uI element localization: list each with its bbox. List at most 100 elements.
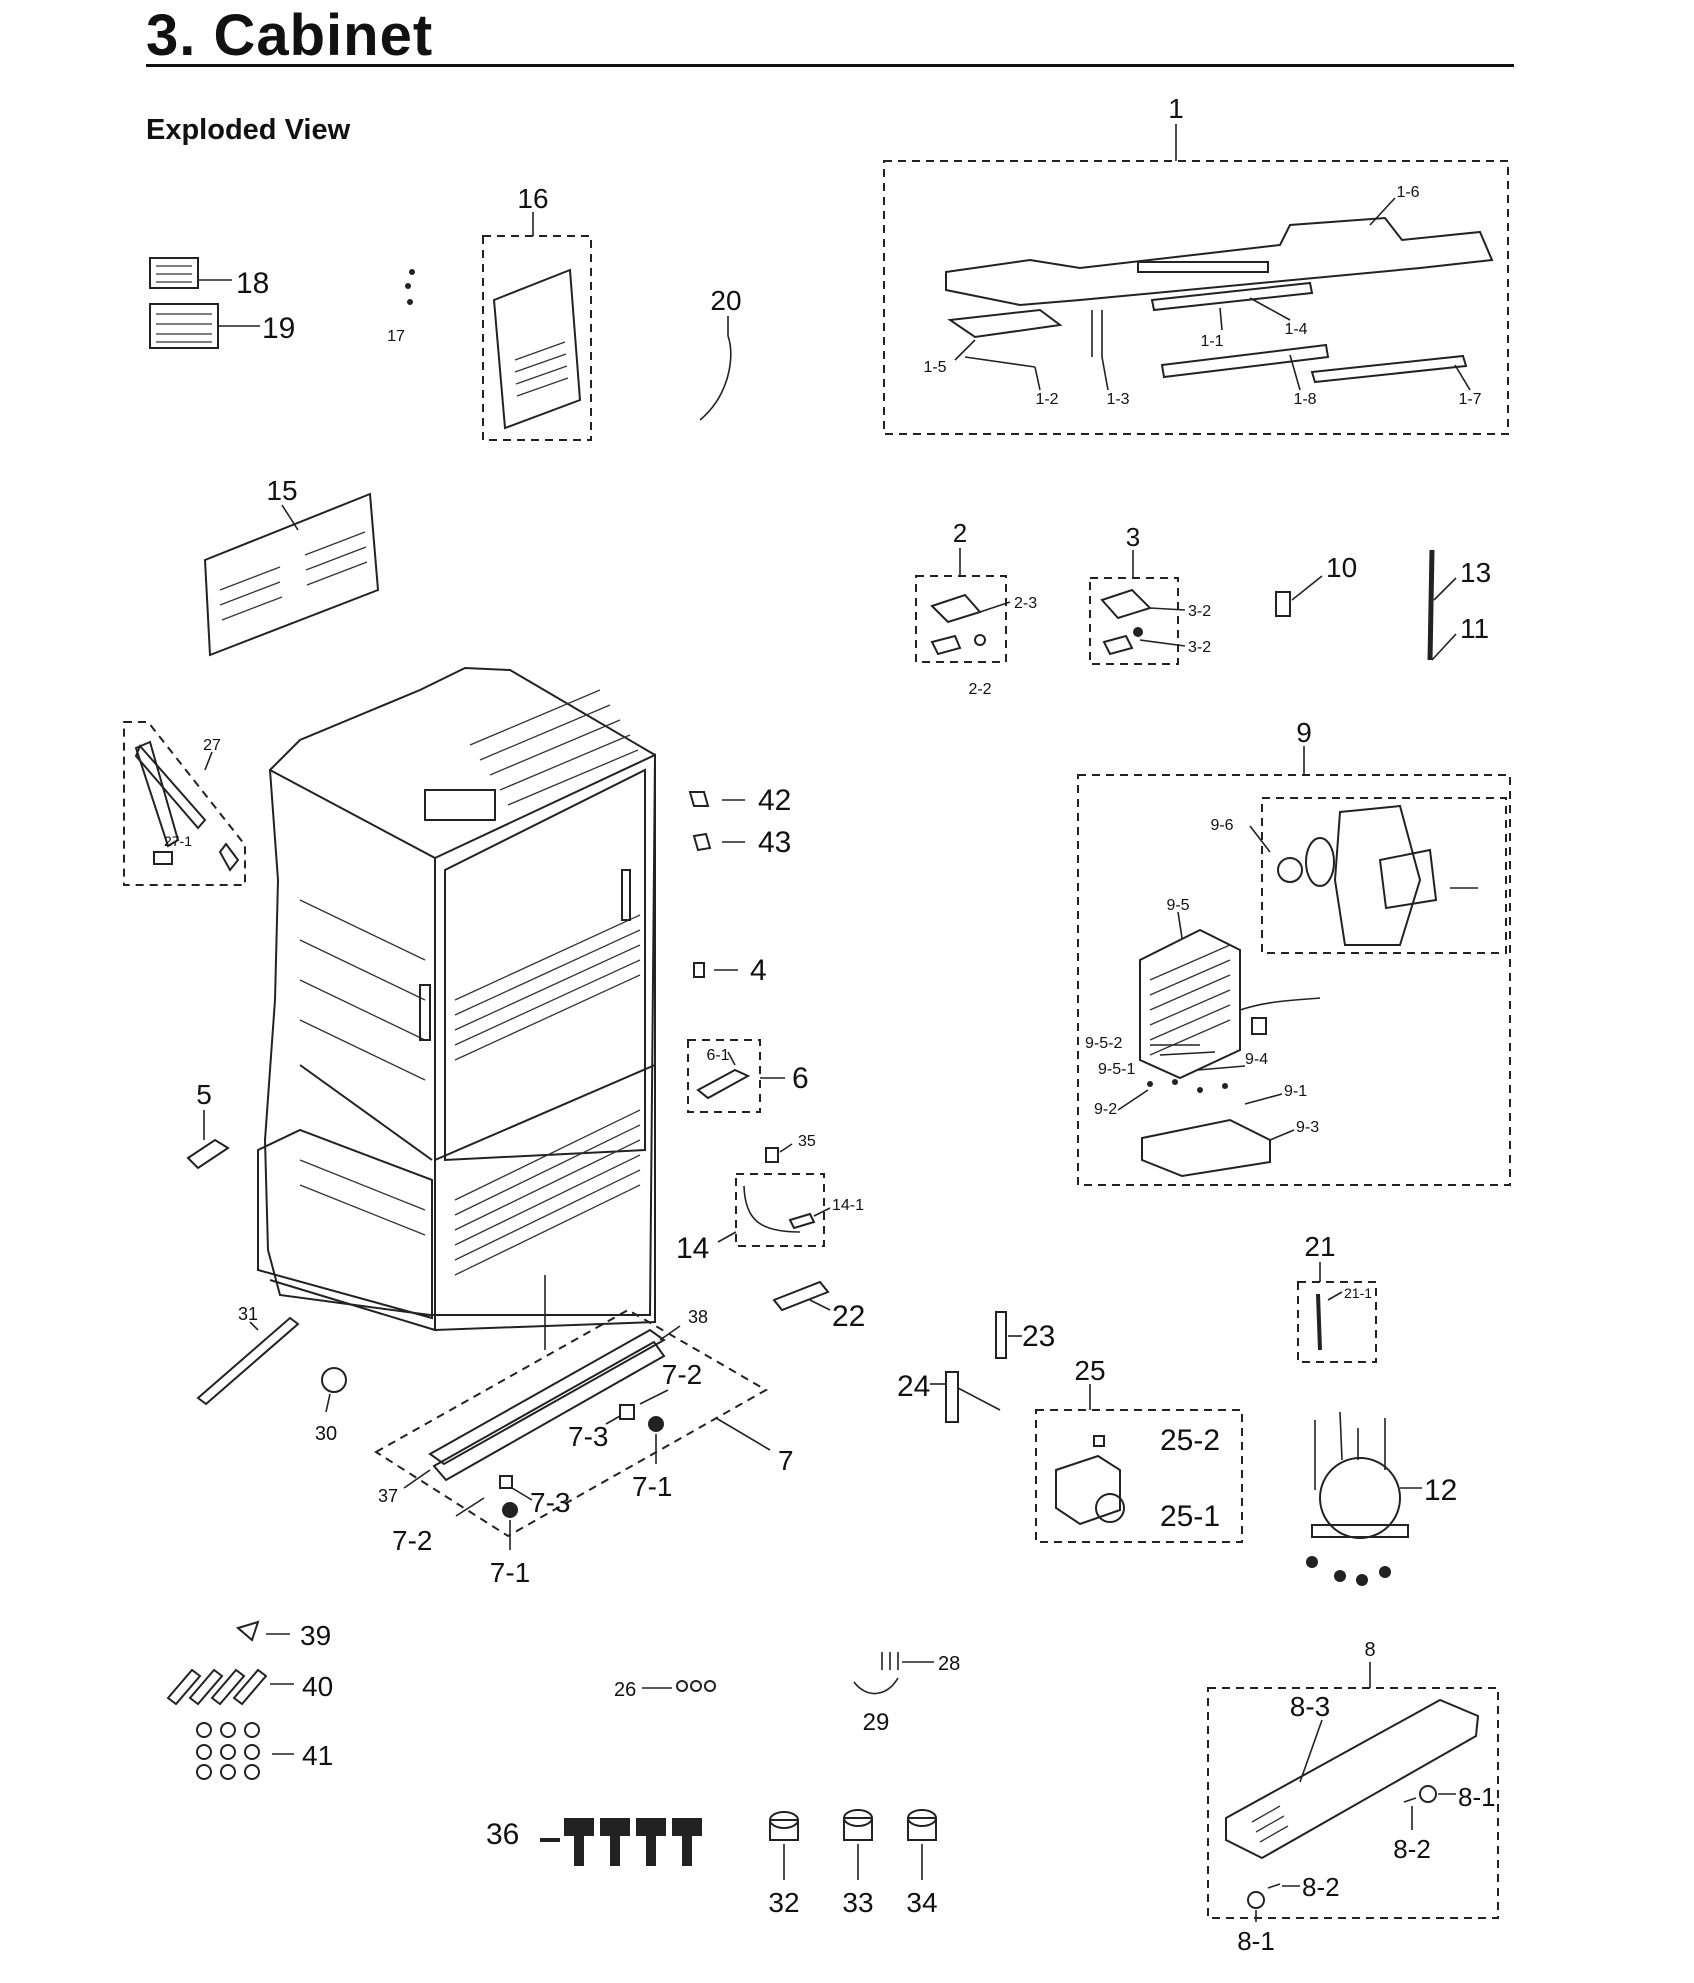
callout-14-1: 14-1 [832, 1197, 864, 1214]
part-41-clips [196, 1722, 260, 1780]
group-1-box [883, 160, 1509, 435]
callout-39: 39 [300, 1620, 331, 1651]
callout-34: 34 [906, 1887, 937, 1918]
part-7-1a [648, 1416, 664, 1432]
part-8-2a [1403, 1797, 1417, 1803]
part-24-sensor [945, 1371, 1001, 1423]
callout-15: 15 [266, 475, 297, 506]
group-25-box [1035, 1409, 1243, 1543]
callout-2-2: 2-2 [968, 681, 991, 698]
part-39 [235, 1620, 260, 1642]
part-19-pcb [149, 303, 219, 349]
callout-7-3a: 7-3 [568, 1421, 608, 1452]
callout-35: 35 [798, 1133, 816, 1150]
group-9-box [1077, 774, 1511, 1186]
part-7-3b [499, 1475, 513, 1489]
callout-10: 10 [1326, 552, 1357, 583]
callout-31: 31 [238, 1304, 258, 1324]
part-16-cover [492, 268, 582, 430]
callout-9-6: 9-6 [1210, 817, 1233, 834]
part-13-rod [1427, 549, 1435, 661]
callout-9-3: 9-3 [1296, 1119, 1319, 1136]
part-36-bolts [564, 1818, 702, 1866]
part-27-bracket [134, 740, 180, 848]
callout-1-1: 1-1 [1200, 333, 1223, 350]
callout-26: 26 [614, 1679, 636, 1701]
callout-12: 12 [1424, 1474, 1457, 1507]
callout-21-1: 21-1 [1344, 1285, 1372, 1301]
callout-14: 14 [676, 1232, 709, 1265]
callout-7: 7 [778, 1445, 794, 1476]
part-7-rail [428, 1328, 666, 1482]
part-2-hinge [930, 593, 982, 624]
page-subtitle: Exploded View [146, 114, 351, 146]
callout-28: 28 [938, 1653, 960, 1675]
part-7-1b [502, 1502, 518, 1518]
part-4 [693, 962, 705, 978]
callout-20: 20 [710, 285, 741, 316]
callout-6-1: 6-1 [706, 1047, 729, 1064]
callout-1-8: 1-8 [1293, 391, 1316, 408]
callout-37: 37 [378, 1486, 398, 1506]
callout-42: 42 [758, 784, 791, 817]
callout-8: 8 [1364, 1639, 1375, 1661]
group-2-box [915, 575, 1007, 663]
part-8-1b [1247, 1891, 1265, 1909]
callout-36: 36 [486, 1818, 519, 1851]
part-35 [765, 1147, 779, 1163]
callout-38: 38 [688, 1307, 708, 1327]
part-31-rod [196, 1316, 300, 1406]
part-9-6-fan [1277, 804, 1478, 946]
part-43 [692, 832, 712, 852]
callout-13: 13 [1460, 557, 1491, 588]
callout-27: 27 [203, 737, 221, 754]
callout-8-2a: 8-2 [1393, 1834, 1431, 1864]
callout-2-3: 2-3 [1014, 595, 1037, 612]
part-5 [186, 1138, 230, 1170]
part-3-hinge [1100, 588, 1152, 620]
page-title: 3. Cabinet [146, 3, 434, 68]
part-32 [769, 1811, 799, 1841]
part-21-rod [1316, 1293, 1322, 1351]
part-1-5 [947, 308, 1063, 339]
group-21-box [1297, 1281, 1377, 1363]
part-7-3a [619, 1404, 635, 1420]
group-16-box [482, 235, 592, 441]
part-12-compressor [1306, 1411, 1409, 1586]
callout-7-2b: 7-2 [392, 1525, 432, 1556]
callout-21: 21 [1304, 1231, 1335, 1262]
group-6-box [687, 1039, 761, 1113]
callout-25: 25 [1074, 1355, 1105, 1386]
part-42 [688, 791, 710, 807]
part-1-1 [1150, 281, 1314, 312]
callout-3-2a: 3-2 [1188, 603, 1211, 620]
callout-1: 1 [1168, 93, 1184, 124]
callout-18: 18 [236, 267, 269, 300]
group-9-6-box [1261, 797, 1507, 954]
part-28 [881, 1652, 899, 1670]
part-main-cabinet [257, 666, 657, 1332]
callout-43: 43 [758, 826, 791, 859]
callout-27-1: 27-1 [164, 833, 192, 849]
part-20-wire [699, 335, 732, 421]
callout-9-5-2: 9-5-2 [1085, 1035, 1122, 1052]
callout-1-7: 1-7 [1458, 391, 1481, 408]
part-23 [995, 1311, 1007, 1359]
callout-32: 32 [768, 1887, 799, 1918]
part-30-knob [321, 1367, 347, 1393]
part-1-2 [964, 356, 1036, 368]
callout-40: 40 [302, 1671, 333, 1702]
part-18-pcb [149, 257, 199, 289]
callout-24: 24 [897, 1370, 930, 1403]
part-8-3-base-plate [1225, 1698, 1480, 1860]
callout-9-2: 9-2 [1094, 1101, 1117, 1118]
callout-17: 17 [387, 328, 405, 345]
callout-19: 19 [262, 312, 295, 345]
part-9-4 [1251, 1017, 1267, 1035]
callout-25-2: 25-2 [1160, 1424, 1220, 1457]
callout-8-1a: 8-1 [1458, 1782, 1496, 1812]
callout-6: 6 [792, 1062, 809, 1095]
callout-4: 4 [750, 954, 767, 987]
part-26-clips [676, 1680, 716, 1692]
